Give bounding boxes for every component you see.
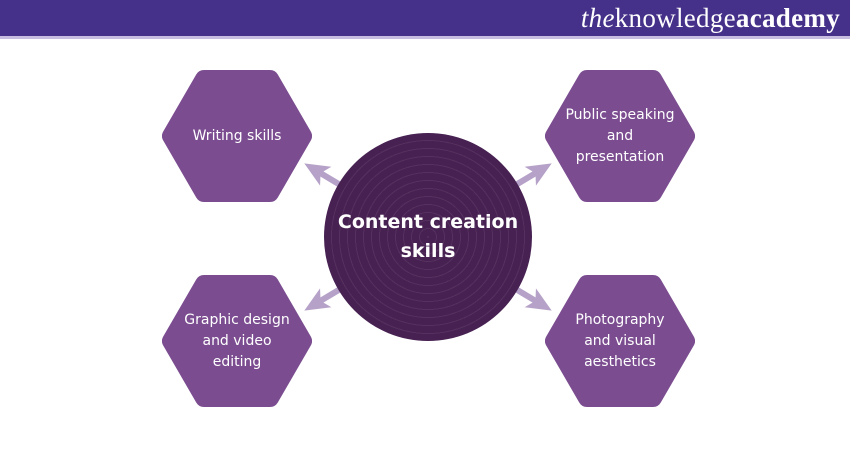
hexagon-shape	[162, 70, 312, 202]
brand-logo: theknowledgeacademy	[580, 2, 840, 33]
node-public-speaking: Public speaking and presentation	[545, 70, 695, 202]
hexagon-shape	[545, 70, 695, 202]
logo-the: the	[580, 2, 615, 33]
node-graphic-design: Graphic design and video editing	[162, 275, 312, 407]
node-label: Photography and visual aesthetics	[575, 311, 665, 370]
node-label: Graphic design and video editing	[184, 311, 290, 370]
logo-academy: academy	[735, 2, 840, 33]
header-bar: theknowledgeacademy	[0, 0, 850, 39]
center-node: Content creation skills	[324, 133, 532, 341]
node-label: Writing skills	[192, 127, 282, 144]
hexagon-shape	[545, 275, 695, 407]
hexagon-shape	[162, 275, 312, 407]
node-writing-skills: Writing skills	[162, 70, 312, 202]
logo-knowledge: knowledge	[614, 2, 736, 33]
node-label: Public speaking and presentation	[565, 106, 675, 165]
center-node-label: Content creation skills	[337, 210, 519, 262]
node-photography: Photography and visual aesthetics	[545, 275, 695, 407]
